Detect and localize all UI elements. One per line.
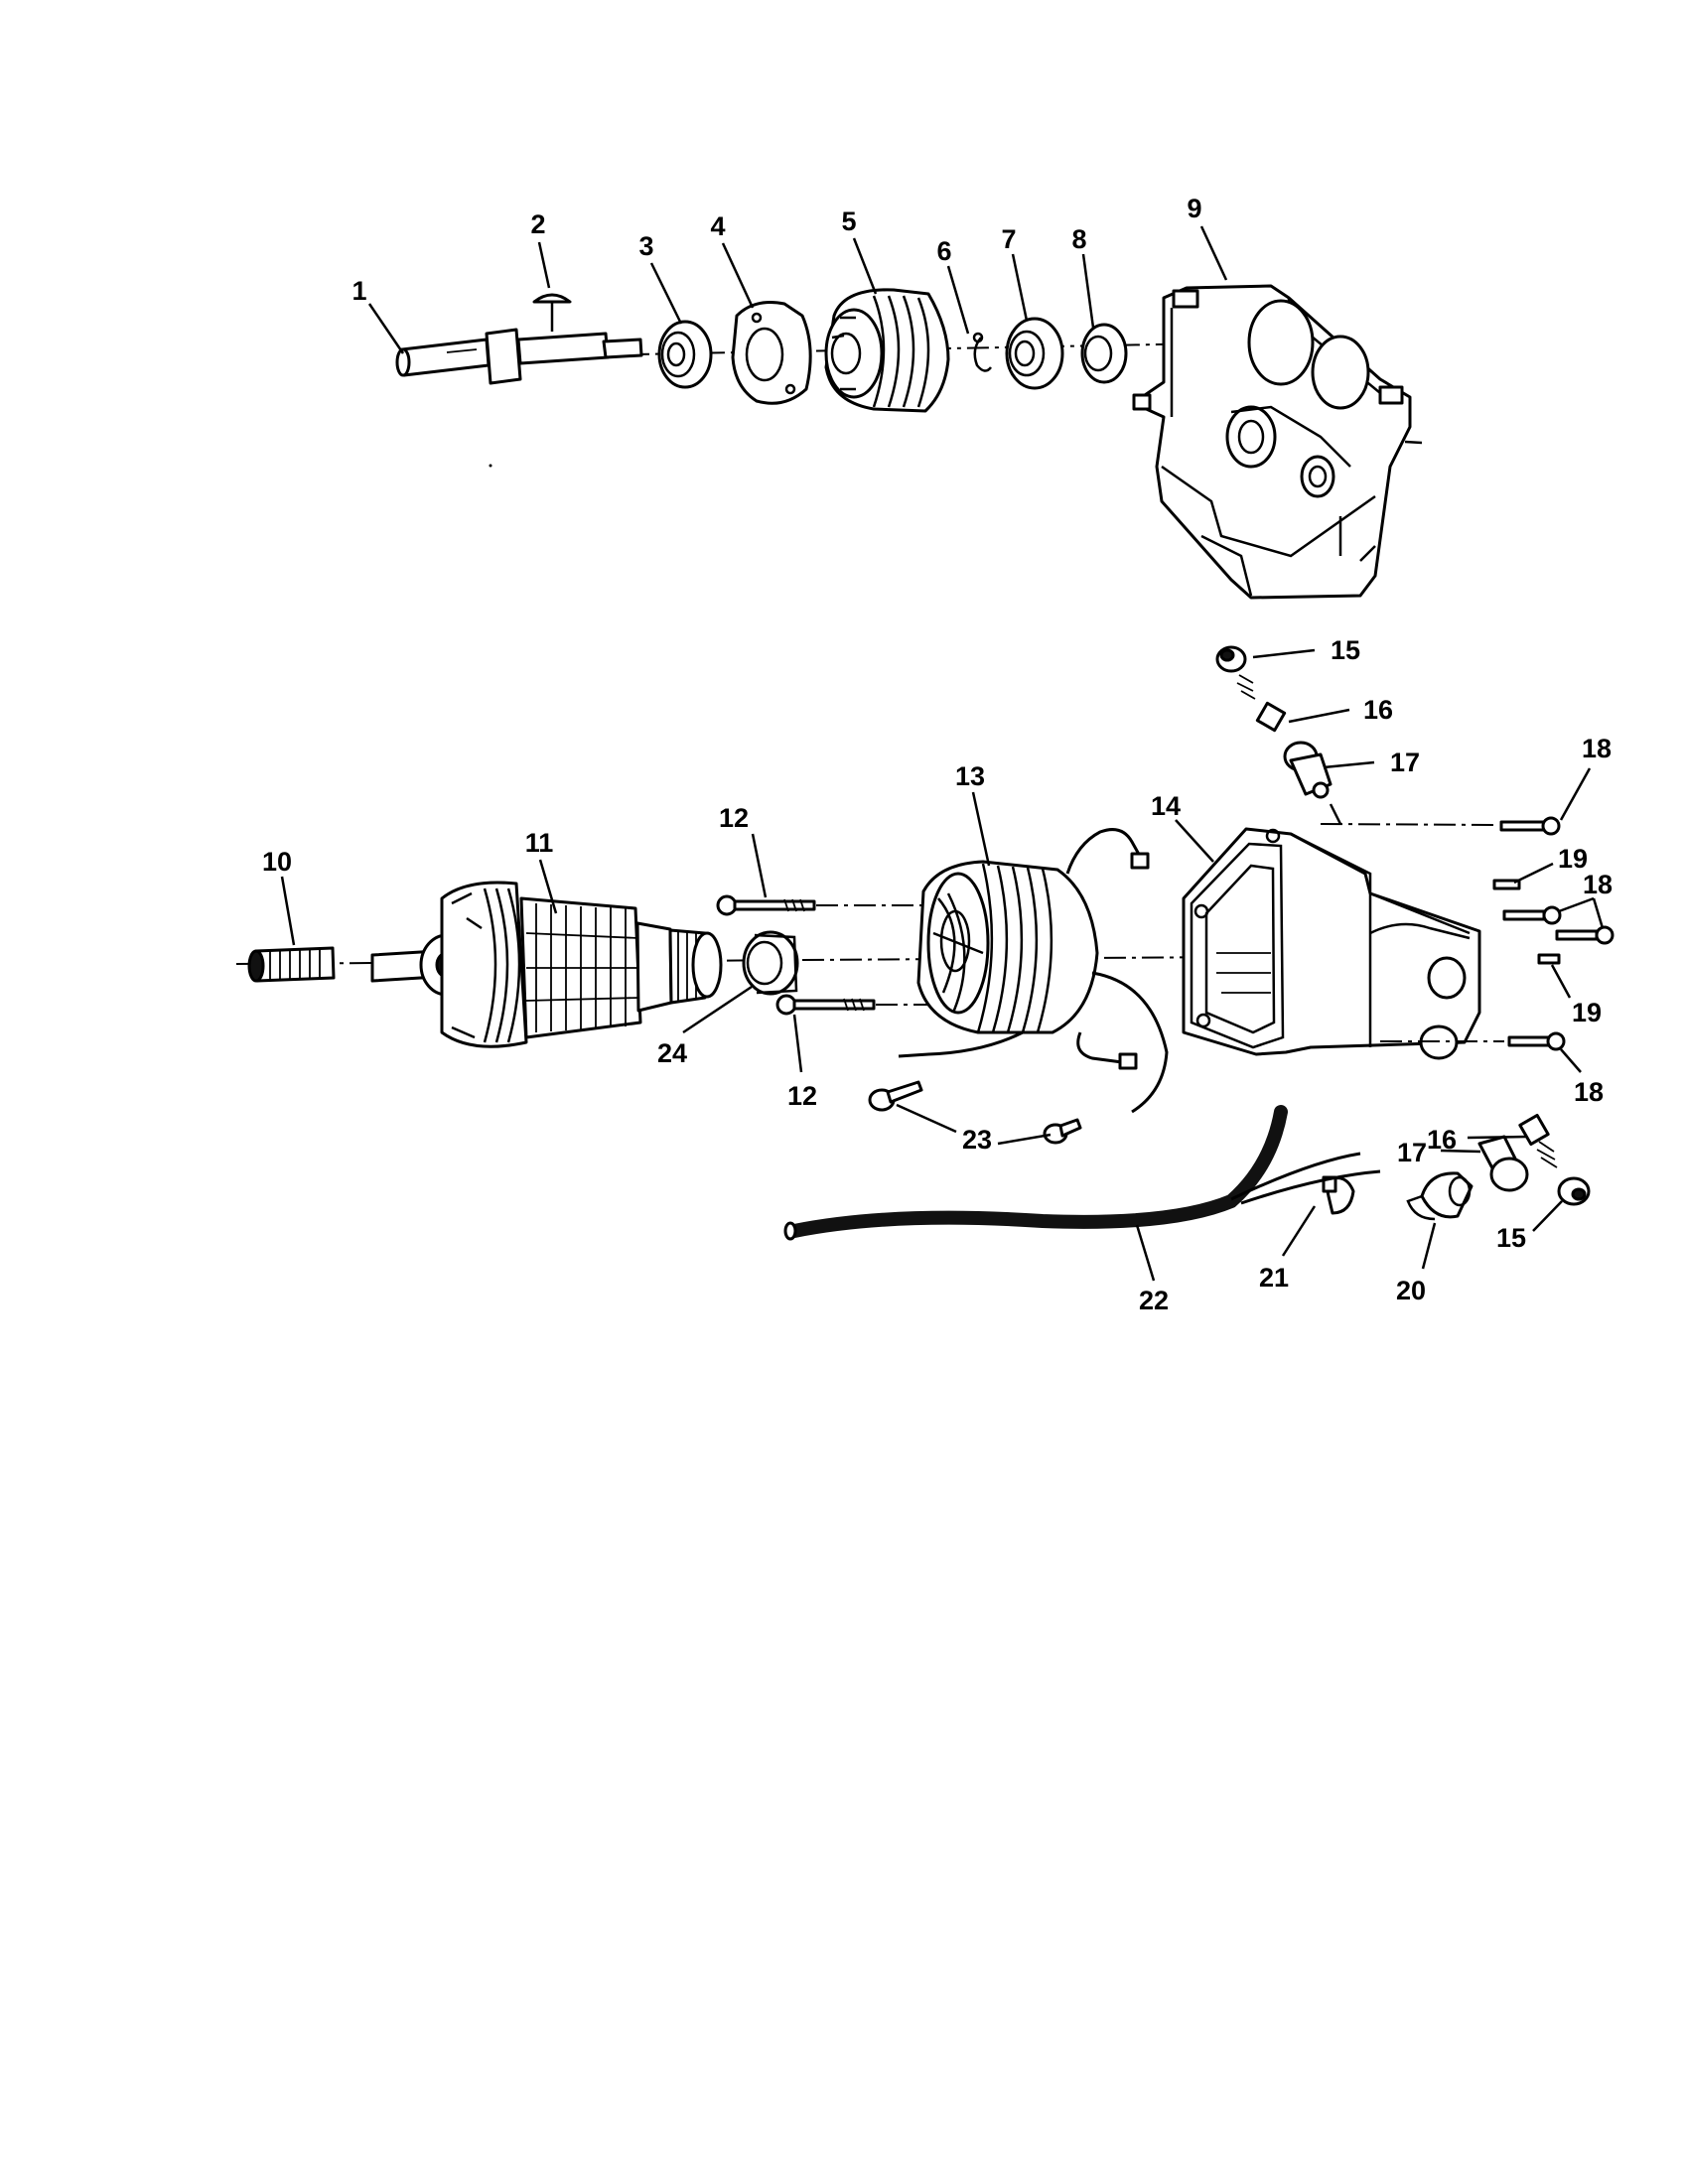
- callout-7: 7: [1001, 224, 1016, 254]
- callout-16-lower: 16: [1427, 1125, 1457, 1155]
- part-23-screw-left: [868, 1080, 923, 1112]
- callout-18-bottom: 18: [1574, 1077, 1604, 1107]
- part-20-strain-relief: [1406, 1171, 1474, 1221]
- callout-5: 5: [841, 206, 856, 236]
- part-7-ball-bearing: [1005, 317, 1064, 390]
- part-11-armature: [370, 881, 723, 1048]
- part-9-gear-housing: [1132, 284, 1423, 600]
- part-6-retaining-ring: [972, 332, 992, 372]
- part-18-screw-middle-a: [1502, 905, 1562, 925]
- part-17-brush-holder-upper: [1283, 741, 1342, 825]
- part-18-screw-bottom: [1380, 1031, 1566, 1051]
- callout-4: 4: [710, 211, 725, 241]
- part-17-brush-holder-lower: [1477, 1135, 1529, 1192]
- callout-11: 11: [525, 828, 554, 858]
- part-16-brush-lower: [1518, 1113, 1558, 1168]
- callout-15-lower: 15: [1496, 1223, 1526, 1253]
- leader-lines: [280, 225, 1605, 1282]
- callout-12-lower: 12: [787, 1081, 817, 1111]
- part-16-brush-upper: [1236, 674, 1287, 733]
- callout-24: 24: [657, 1038, 687, 1068]
- callout-18-top: 18: [1582, 734, 1612, 763]
- callout-9: 9: [1187, 194, 1201, 223]
- part-3-ball-bearing: [657, 320, 713, 389]
- callout-16-upper: 16: [1363, 695, 1393, 725]
- part-24-bearing: [742, 930, 799, 996]
- part-15-brush-cap-lower: [1557, 1176, 1591, 1206]
- part-18-screw-top: [1320, 816, 1561, 836]
- callout-17-upper: 17: [1390, 748, 1420, 777]
- part-8-bearing: [1080, 323, 1128, 384]
- callout-1: 1: [351, 276, 366, 306]
- part-10-spring: [247, 946, 336, 983]
- callout-12-upper: 12: [719, 803, 749, 833]
- callout-23: 23: [962, 1125, 992, 1155]
- part-5-pulley: [824, 288, 950, 413]
- part-22-power-cord: [783, 1105, 1381, 1241]
- callout-3: 3: [638, 231, 653, 261]
- part-19-screw-lower: [1537, 953, 1561, 965]
- part-13-field-coil: [898, 828, 1169, 1114]
- callout-labels: 1 2 3 4 5 6 7 8 9 10 11 12 12 13 14 15 1…: [262, 194, 1613, 1315]
- callout-18-middle: 18: [1583, 870, 1613, 899]
- callout-20: 20: [1396, 1276, 1426, 1305]
- part-15-brush-cap-upper: [1215, 645, 1247, 673]
- callout-8: 8: [1071, 224, 1086, 254]
- callout-19-upper: 19: [1558, 844, 1588, 874]
- callout-6: 6: [936, 236, 951, 266]
- callout-13: 13: [955, 761, 985, 791]
- callout-15-upper: 15: [1331, 635, 1360, 665]
- part-14-motor-housing: [1182, 827, 1481, 1060]
- callout-19-lower: 19: [1572, 998, 1602, 1027]
- callout-10: 10: [262, 847, 292, 877]
- part-18-screw-middle-b: [1555, 925, 1614, 945]
- part-19-screw-upper: [1492, 879, 1521, 890]
- callout-17-lower: 17: [1397, 1138, 1427, 1167]
- part-23-screw-right: [1043, 1118, 1082, 1145]
- part-2-woodruff-key: [532, 293, 572, 332]
- callout-22: 22: [1139, 1286, 1169, 1315]
- part-12-screw-lower: [775, 994, 953, 1016]
- stray-dot: [489, 464, 492, 468]
- part-21-cord-clamp: [1322, 1175, 1355, 1215]
- part-12-screw-upper: [716, 894, 933, 916]
- callout-14: 14: [1151, 791, 1181, 821]
- part-4-retainer-plate: [731, 301, 812, 405]
- callout-21: 21: [1259, 1263, 1289, 1293]
- part-1-spindle-shaft: [395, 328, 643, 385]
- callout-2: 2: [530, 209, 545, 239]
